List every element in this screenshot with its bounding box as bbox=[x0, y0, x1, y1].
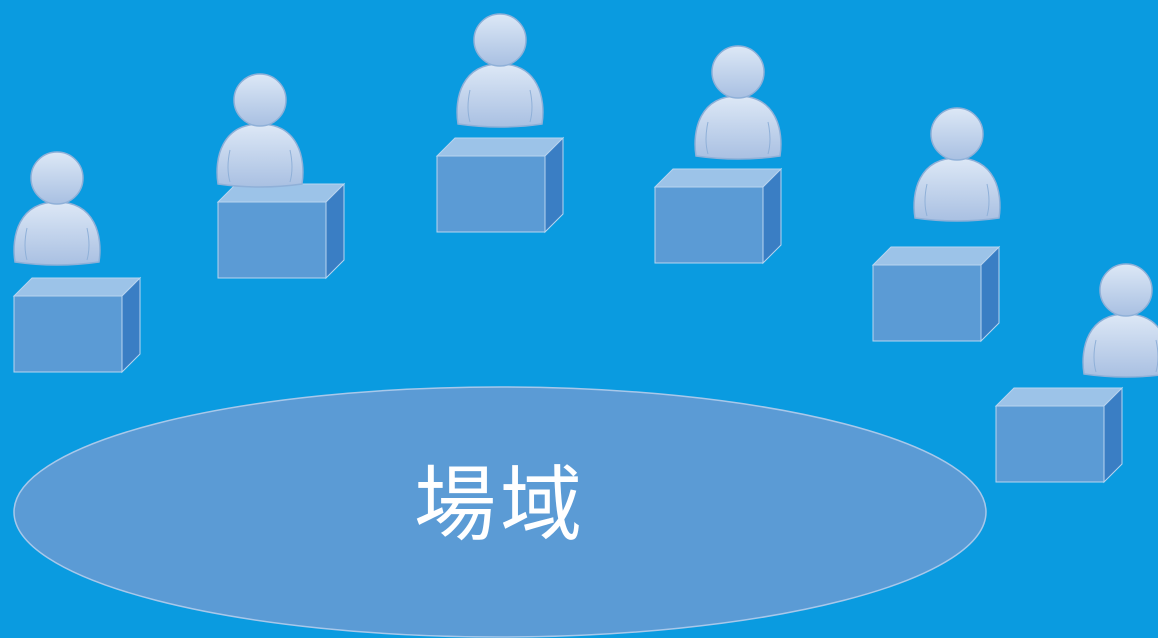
person-head bbox=[711, 45, 765, 99]
person-body bbox=[13, 201, 101, 266]
person-arm-left bbox=[227, 149, 231, 183]
desk-box-icon bbox=[653, 167, 783, 265]
box-front bbox=[872, 264, 982, 342]
desk-box-icon bbox=[216, 182, 346, 280]
person-arm-left bbox=[705, 121, 709, 155]
person-icon bbox=[456, 13, 544, 128]
participant-4 bbox=[653, 45, 783, 265]
box-front bbox=[13, 295, 123, 373]
person-arm-right bbox=[767, 121, 771, 155]
person-arm-right bbox=[529, 89, 533, 123]
person-body bbox=[456, 63, 544, 128]
venue-label: 場域 bbox=[413, 458, 586, 553]
participant-3 bbox=[435, 13, 565, 234]
box-front bbox=[217, 201, 327, 279]
venue-ellipse bbox=[13, 386, 987, 638]
person-head bbox=[930, 107, 984, 161]
person-arm-right bbox=[1155, 339, 1158, 373]
person-head bbox=[233, 73, 287, 127]
person-arm-right bbox=[86, 227, 90, 261]
box-front bbox=[654, 186, 764, 264]
person-head bbox=[473, 13, 527, 67]
box-front bbox=[436, 155, 546, 233]
desk-box-icon bbox=[871, 245, 1001, 343]
participant-2 bbox=[216, 73, 346, 280]
person-body bbox=[694, 95, 782, 160]
person-icon bbox=[1082, 263, 1158, 378]
person-arm-right bbox=[986, 183, 990, 217]
person-icon bbox=[216, 73, 304, 188]
person-arm-left bbox=[467, 89, 471, 123]
person-body bbox=[913, 157, 1001, 222]
desk-box-icon bbox=[435, 136, 565, 234]
desk-box-icon bbox=[994, 386, 1124, 484]
person-arm-left bbox=[1093, 339, 1097, 373]
person-icon bbox=[13, 151, 101, 266]
participants-group bbox=[12, 13, 1158, 484]
participant-6 bbox=[994, 263, 1158, 484]
person-head bbox=[1099, 263, 1153, 317]
person-arm-left bbox=[24, 227, 28, 261]
box-top bbox=[871, 246, 1001, 266]
person-body bbox=[1082, 313, 1158, 378]
person-icon bbox=[913, 107, 1001, 222]
box-top bbox=[994, 387, 1124, 407]
box-top bbox=[12, 277, 142, 297]
person-arm-left bbox=[924, 183, 928, 217]
box-top bbox=[435, 137, 565, 157]
participant-5 bbox=[871, 107, 1001, 343]
person-arm-right bbox=[289, 149, 293, 183]
person-icon bbox=[694, 45, 782, 160]
box-front bbox=[995, 405, 1105, 483]
box-top bbox=[653, 168, 783, 188]
person-head bbox=[30, 151, 84, 205]
person-body bbox=[216, 123, 304, 188]
desk-box-icon bbox=[12, 276, 142, 374]
participant-1 bbox=[12, 151, 142, 374]
